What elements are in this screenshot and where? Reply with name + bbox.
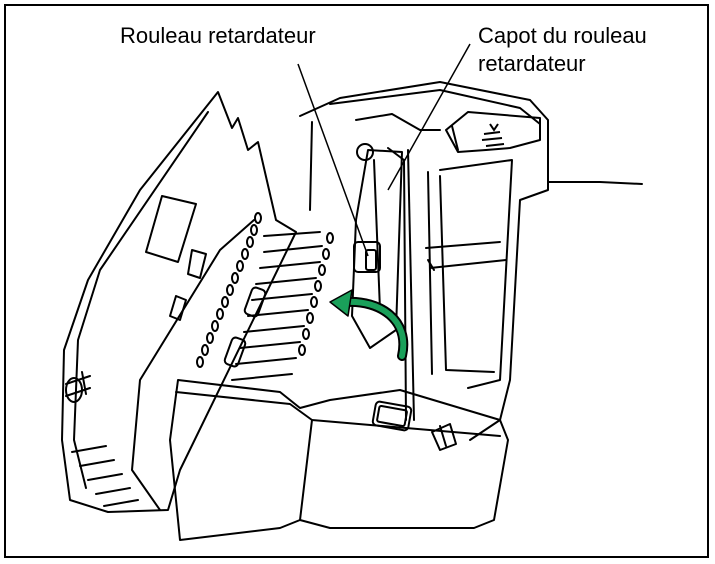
guide-slot-row	[298, 232, 334, 356]
leader-line-retard-roller	[297, 63, 369, 257]
paper-stack-icon	[481, 123, 505, 147]
lever	[431, 423, 457, 451]
curved-arrow-icon	[329, 289, 409, 361]
leader-line-roller-cover	[387, 43, 471, 191]
paper-tray	[445, 111, 541, 153]
callout-roller-cover-line1: Capot du rouleau	[478, 23, 647, 48]
retard-roller	[353, 241, 381, 273]
scanner-front-base	[169, 379, 509, 541]
roller-cover	[351, 149, 403, 349]
paper-guide-ribs	[231, 231, 323, 381]
callout-roller-cover: Capot du rouleau retardateur	[478, 22, 647, 78]
callout-roller-cover-line2: retardateur	[478, 51, 586, 76]
feed-roller	[223, 336, 247, 368]
power-cable	[547, 181, 643, 185]
scanner-body	[299, 81, 549, 441]
feed-roller	[243, 286, 267, 318]
callout-retard-roller: Rouleau retardateur	[120, 23, 316, 48]
cover-slot-row	[196, 212, 262, 368]
button-panel	[371, 400, 413, 432]
